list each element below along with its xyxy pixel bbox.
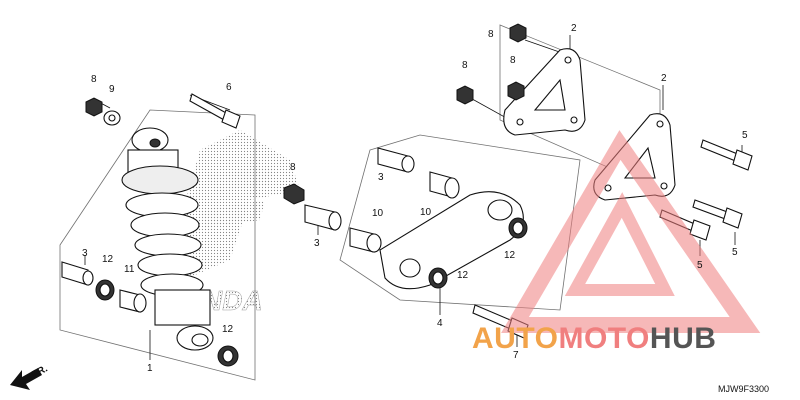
callout-8-b: 8 — [290, 162, 296, 173]
nut-8-middle — [283, 183, 305, 205]
brand-hub: HUB — [650, 322, 717, 355]
washer-9 — [103, 110, 121, 126]
brand-moto: MOTO — [558, 322, 649, 355]
callout-10-a: 10 — [372, 208, 384, 219]
bolt-5-top — [700, 139, 753, 171]
callout-3-b: 3 — [314, 238, 320, 249]
callout-12-d: 12 — [457, 270, 469, 281]
callout-2-a: 2 — [571, 23, 577, 34]
callout-5-c: 5 — [697, 260, 703, 271]
callout-12-c: 12 — [504, 250, 516, 261]
needle-bearing-11 — [119, 289, 147, 313]
dust-seal-12-link-left — [428, 267, 448, 289]
callout-12-a: 12 — [102, 254, 114, 265]
collar-middle — [304, 204, 342, 231]
callout-9: 9 — [109, 84, 115, 95]
callout-3-c: 3 — [378, 172, 384, 183]
dust-seal-12-link-right — [508, 217, 528, 239]
callout-4: 4 — [437, 318, 443, 329]
brand-auto: AUTO — [472, 322, 558, 355]
callout-numbers: 1 2 2 3 3 3 4 5 5 5 6 7 8 8 8 8 8 9 10 1… — [82, 23, 748, 374]
bracket-2-rear — [503, 48, 586, 136]
diagram-code: MJW9F3300 — [718, 384, 769, 394]
shock-link — [379, 191, 524, 290]
callout-5-a: 5 — [742, 130, 748, 141]
collar-left — [61, 261, 94, 286]
nut-8-top-right — [509, 23, 527, 43]
nut-8-right-middle — [507, 81, 525, 101]
callout-1: 1 — [147, 363, 153, 374]
bolt-6 — [189, 93, 241, 129]
needle-bearing-10-left — [349, 227, 382, 253]
dust-seal-12-bottom — [217, 345, 239, 367]
callout-5-b: 5 — [732, 247, 738, 258]
brand-wordmark: AUTOMOTOHUB — [472, 322, 716, 355]
nut-8-right-left — [456, 85, 474, 105]
dust-seal-12-left — [95, 279, 115, 301]
rear-shock-absorber — [121, 127, 214, 351]
callout-6: 6 — [226, 82, 232, 93]
bolt-5-middle — [692, 199, 743, 229]
collar-top — [377, 147, 415, 173]
callout-12-b: 12 — [222, 324, 234, 335]
callout-8-a: 8 — [91, 74, 97, 85]
callout-8-e: 8 — [510, 55, 516, 66]
callout-8-d: 8 — [462, 60, 468, 71]
callout-11: 11 — [124, 264, 135, 275]
callout-8-c: 8 — [488, 29, 494, 40]
callout-3-a: 3 — [82, 248, 88, 259]
svg-text:AUTOMOTOHUB: AUTOMOTOHUB — [472, 322, 716, 355]
nut-8-top-left — [85, 97, 103, 117]
front-direction-arrow: FR. — [10, 363, 50, 390]
brand-triangle-logo — [501, 130, 761, 333]
callout-10-b: 10 — [420, 207, 432, 218]
needle-bearing-10-top — [429, 171, 460, 199]
callout-7: 7 — [513, 350, 519, 361]
front-arrow-label: FR. — [30, 363, 50, 380]
callout-2-b: 2 — [661, 73, 667, 84]
